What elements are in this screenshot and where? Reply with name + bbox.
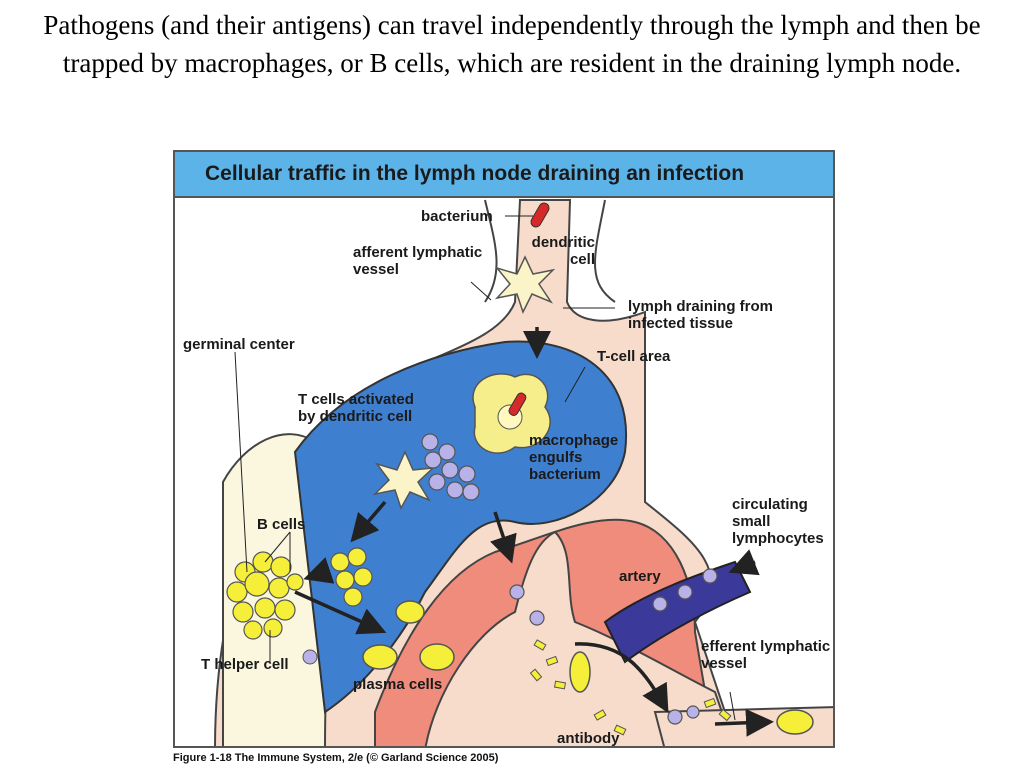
t-helper-cells: [330, 547, 373, 607]
label-efferent: efferent lymphatic vessel: [701, 638, 831, 672]
label-antibody: antibody: [557, 730, 620, 747]
label-circulating: circulating small lymphocytes: [732, 496, 824, 547]
artery-vessel: [603, 560, 752, 664]
b-cells-cluster: [226, 551, 304, 640]
t-cells-cluster: [421, 433, 480, 501]
label-artery: artery: [619, 568, 661, 585]
label-dendritic-cell: dendritic cell: [531, 234, 595, 268]
bacterium-shape: [530, 202, 550, 228]
label-afferent-lymphatic-vessel: afferent lymphatic vessel: [353, 244, 483, 278]
label-b-cells: B cells: [257, 516, 306, 533]
label-plasma-cells: plasma cells: [353, 676, 443, 693]
label-bacterium: bacterium: [421, 208, 493, 225]
label-germinal-center: germinal center: [183, 336, 295, 353]
lymph-node-diagram: [214, 199, 833, 746]
label-lymph-draining: lymph draining from infected tissue: [628, 298, 774, 332]
label-t-cells-activated: T cells activated by dendritic cell: [298, 391, 414, 425]
circulating-lymphocytes: [509, 568, 718, 725]
figure-header: Cellular traffic in the lymph node drain…: [175, 152, 833, 198]
movement-arrows: [294, 327, 774, 737]
label-t-cell-area: T-cell area: [597, 348, 671, 365]
antibody-shapes: [529, 639, 732, 736]
figure-caption: Figure 1-18 The Immune System, 2/e (© Ga…: [173, 752, 499, 764]
leader-lines: [234, 215, 736, 721]
afferent-vessel: [484, 199, 616, 303]
plasma-cells: [362, 600, 814, 735]
label-macrophage: macrophage engulfs bacterium: [529, 432, 619, 483]
dendritic-cell-shape: [494, 255, 556, 314]
slide-title: Pathogens (and their antigens) can trave…: [43, 10, 981, 78]
lymph-node-figure: Cellular traffic in the lymph node drain…: [173, 150, 835, 748]
label-t-helper-cell: T helper cell: [201, 656, 289, 673]
